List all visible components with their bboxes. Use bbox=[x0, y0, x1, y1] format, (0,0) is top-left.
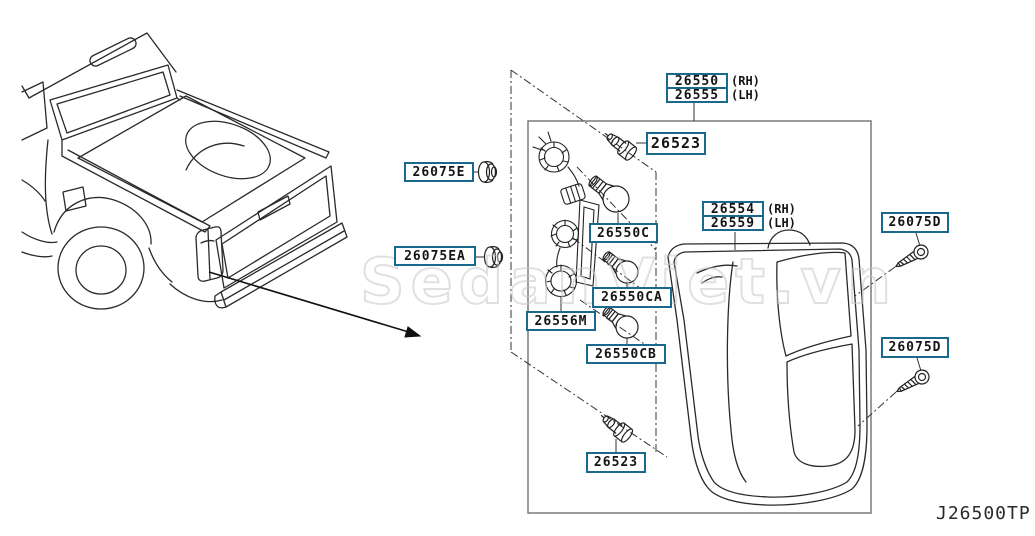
bulb-26550ca-icon bbox=[602, 251, 639, 284]
part-number: 26075D bbox=[888, 340, 942, 355]
bulb-socket-26523-bottom-icon bbox=[600, 414, 634, 443]
side-marker-rh: (RH) bbox=[731, 74, 760, 88]
part-label-26523-bottom[interactable]: 26523 bbox=[586, 452, 646, 473]
part-label-26075d-top[interactable]: 26075D bbox=[881, 212, 949, 233]
truck-tail-lamp-icon bbox=[195, 226, 224, 282]
part-label-26550ca[interactable]: 26550CA bbox=[592, 287, 672, 308]
part-number: 26523 bbox=[650, 134, 702, 152]
part-number: 26556M bbox=[534, 313, 588, 329]
grommet-26075ea-icon bbox=[483, 246, 504, 268]
part-label-26559[interactable]: 26559 bbox=[702, 215, 764, 231]
part-label-26550c[interactable]: 26550C bbox=[589, 223, 658, 243]
part-row-26550: 26550 (RH) bbox=[666, 73, 760, 89]
part-label-group-26550-26555: 26550 (RH) 26555 (LH) bbox=[666, 73, 760, 103]
part-row-26555: 26555 (LH) bbox=[666, 87, 760, 103]
roof-rail-icon bbox=[89, 37, 137, 67]
part-label-26075d-bottom[interactable]: 26075D bbox=[881, 337, 949, 358]
part-row-26559: 26559 (LH) bbox=[702, 215, 796, 231]
bulb-26550c-icon bbox=[588, 175, 630, 213]
screw-26075d-top-icon bbox=[894, 244, 929, 268]
part-label-26523-top[interactable]: 26523 bbox=[646, 132, 706, 155]
part-label-26075ea[interactable]: 26075EA bbox=[394, 246, 476, 266]
part-number: 26075D bbox=[888, 215, 942, 230]
part-label-26555[interactable]: 26555 bbox=[666, 87, 728, 103]
part-number: 26559 bbox=[710, 215, 756, 231]
part-number: 26554 bbox=[710, 201, 756, 217]
part-number: 26550 bbox=[674, 73, 720, 89]
fuel-door-icon bbox=[62, 186, 87, 212]
part-number: 26550CB bbox=[595, 346, 657, 362]
bulb-harness-drawing bbox=[532, 131, 600, 298]
side-marker-lh: (LH) bbox=[731, 88, 760, 102]
pointer-arrow bbox=[208, 271, 422, 338]
part-number: 26075E bbox=[412, 164, 466, 180]
diagram-code: J26500TP bbox=[936, 503, 1031, 524]
side-marker-lh: (LH) bbox=[767, 216, 796, 230]
tail-lamp-drawing bbox=[667, 229, 868, 506]
part-number: 26523 bbox=[593, 455, 639, 470]
part-label-26556m[interactable]: 26556M bbox=[526, 311, 596, 331]
part-number: 26075EA bbox=[404, 248, 466, 264]
label-leader-lines bbox=[474, 102, 922, 452]
part-label-26550[interactable]: 26550 bbox=[666, 73, 728, 89]
side-marker-rh: (RH) bbox=[767, 202, 796, 216]
part-number: 26550CA bbox=[601, 290, 663, 305]
part-label-26550cb[interactable]: 26550CB bbox=[586, 344, 666, 364]
truck-rear-illustration bbox=[21, 32, 348, 310]
part-number: 26550C bbox=[597, 225, 650, 241]
part-label-26075e[interactable]: 26075E bbox=[404, 162, 474, 182]
bulb-socket-26523-top-icon bbox=[604, 132, 638, 161]
part-number: 26555 bbox=[674, 87, 720, 103]
tailgate-handle-icon bbox=[257, 195, 291, 221]
part-label-group-26554-26559: 26554 (RH) 26559 (LH) bbox=[702, 201, 796, 231]
grommet-26075e-icon bbox=[477, 161, 498, 183]
screw-26075d-bottom-icon bbox=[895, 369, 930, 393]
